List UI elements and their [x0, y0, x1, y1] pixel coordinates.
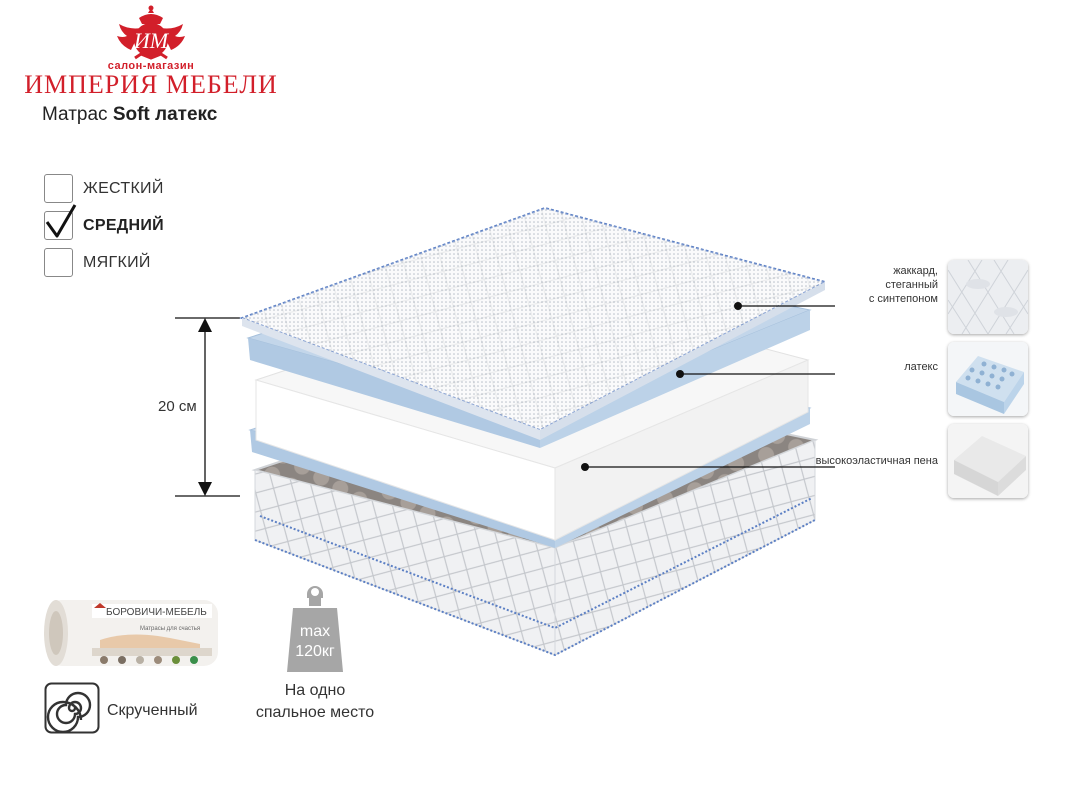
checkbox-icon [44, 174, 73, 203]
checkbox-icon [44, 248, 73, 277]
rolled-mattress-image: БОРОВИЧИ-МЕБЕЛЬ Матрасы для счастья [44, 600, 218, 666]
product-title: Матрас Soft латекс [42, 104, 217, 126]
latex-swatch [948, 342, 1028, 416]
weight-icon [287, 586, 343, 672]
logo-subtitle: салон-магазин [107, 60, 195, 72]
firmness-label: ЖЕСТКИЙ [83, 179, 164, 197]
mattress-layers-illustration [239, 206, 835, 657]
height-dimension-arrow [175, 317, 240, 497]
height-label: 20 см [158, 398, 197, 415]
firmness-options: ЖЕСТКИЙ СРЕДНИЙ МЯГКИЙ [44, 170, 164, 281]
jacquard-swatch [948, 260, 1028, 334]
svg-text:ИМ: ИМ [133, 28, 170, 53]
max-load-text: max 120кг [295, 623, 335, 660]
product-name: Soft латекс [112, 104, 218, 125]
logo-name: ИМПЕРИЯ МЕБЕЛИ [24, 70, 278, 99]
layer-label-foam: высокоэластичная пена [815, 455, 938, 467]
rolled-label: Скрученный [107, 702, 198, 719]
crown-emblem-icon: ИМ [117, 5, 185, 60]
logo: ИМ салон-магазин ИМПЕРИЯ МЕБЕЛИ [6, 4, 296, 99]
checkmark-icon [45, 204, 77, 238]
layer-label-latex: латекс [904, 361, 938, 373]
firmness-option-medium: СРЕДНИЙ [44, 204, 164, 244]
firmness-label: МЯГКИЙ [83, 253, 151, 271]
firmness-label: СРЕДНИЙ [83, 216, 164, 234]
firmness-option-hard: ЖЕСТКИЙ [44, 170, 164, 207]
layer-label-jacquard: жаккард, стеганный с синтепоном [868, 265, 938, 305]
spiral-roll-icon [44, 682, 100, 734]
sleep-place-label: На одно спальное место [255, 682, 375, 721]
firmness-option-soft: МЯГКИЙ [44, 244, 164, 281]
roll-brand: БОРОВИЧИ-МЕБЕЛЬ [106, 607, 207, 618]
product-prefix: Матрас [42, 104, 108, 125]
foam-swatch [948, 424, 1028, 498]
checkbox-checked-icon [44, 204, 77, 240]
roll-slogan: Матрасы для счастья [140, 626, 200, 632]
